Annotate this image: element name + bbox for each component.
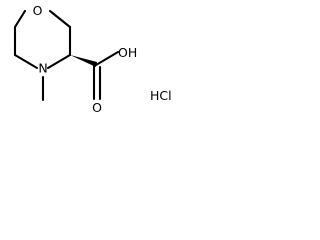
bond-n-c4 xyxy=(46,53,72,70)
bond-c3-n xyxy=(13,53,39,70)
hydroxyl-label: OH xyxy=(118,45,137,60)
wedge-bond xyxy=(70,55,97,67)
bond-c5-o xyxy=(48,9,72,29)
bond-o-c2 xyxy=(13,9,27,29)
morpholine-carboxylic-acid-structure: O N OH O HCl xyxy=(13,3,172,115)
ring-oxygen-label: O xyxy=(33,3,43,18)
ring-nitrogen-label: N xyxy=(38,61,47,76)
salt-label: HCl xyxy=(150,88,172,103)
carbonyl-oxygen-label: O xyxy=(92,100,102,115)
bond-carboxyl-oh xyxy=(94,50,120,67)
